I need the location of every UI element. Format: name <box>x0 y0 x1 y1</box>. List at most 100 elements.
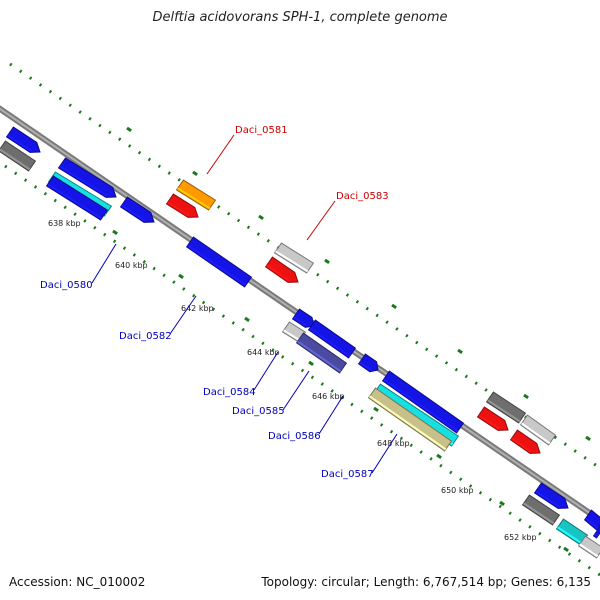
gene-0007-highlight <box>177 187 211 210</box>
gene-0019[interactable] <box>367 387 453 452</box>
gene-0002-highlight <box>0 148 31 171</box>
leader-daci-0586 <box>318 395 344 435</box>
gene-0006[interactable] <box>119 196 155 223</box>
gene-0005[interactable] <box>45 175 109 221</box>
gene-0019-body <box>367 387 453 452</box>
gene-0020-highlight <box>487 399 521 423</box>
gene-0003[interactable] <box>57 157 117 198</box>
gene-0011[interactable] <box>264 256 299 283</box>
gene-label-daci-0582[interactable]: Daci_0582 <box>119 331 172 342</box>
gene-0020[interactable] <box>485 391 527 424</box>
gene-0025-body <box>521 494 561 526</box>
gene-0001-highlight <box>7 134 32 152</box>
major-tick-3 <box>324 258 330 265</box>
gene-0011-body <box>264 256 299 283</box>
gene-0009-highlight <box>187 244 247 287</box>
gene-0008[interactable] <box>165 193 199 218</box>
gene-0009[interactable] <box>185 236 253 288</box>
gene-label-leaders <box>91 134 398 474</box>
gene-0026[interactable] <box>555 518 589 546</box>
gene-0027-highlight <box>579 543 599 558</box>
gene-0010[interactable] <box>273 242 315 274</box>
gene-features <box>0 126 600 559</box>
leader-daci-0581 <box>206 134 235 175</box>
gene-0017[interactable] <box>381 370 465 434</box>
gene-0010-body <box>273 242 315 274</box>
major-tick-9 <box>178 273 184 280</box>
major-tick-10 <box>244 316 250 323</box>
gene-0012-body <box>291 308 315 328</box>
gene-0008-body <box>165 193 199 218</box>
gene-0010-highlight <box>275 250 309 273</box>
leader-daci-0587 <box>371 433 398 474</box>
gene-0029[interactable] <box>592 525 600 539</box>
gene-0014[interactable] <box>281 321 307 343</box>
gene-0013-body <box>307 319 357 359</box>
gene-0014-highlight <box>283 329 301 342</box>
gene-label-daci-0580[interactable]: Daci_0580 <box>40 280 93 291</box>
gene-0003-highlight <box>59 165 108 197</box>
gene-label-daci-0583[interactable]: Daci_0583 <box>336 191 389 202</box>
genome-summary-text: Topology: circular; Length: 6,767,514 bp… <box>261 575 591 589</box>
gene-0007-body <box>175 179 217 211</box>
gene-0022[interactable] <box>519 414 557 446</box>
tick-row-inner <box>4 164 600 577</box>
gene-0026-highlight <box>557 526 583 545</box>
major-tick-12 <box>373 406 379 413</box>
gene-0002[interactable] <box>0 140 37 172</box>
gene-0021-highlight <box>478 414 500 430</box>
gene-0006-body <box>119 196 155 223</box>
gene-0024-highlight <box>535 490 560 508</box>
gene-0005-highlight <box>47 183 103 220</box>
gene-0013[interactable] <box>307 319 357 359</box>
leader-daci-0584 <box>253 351 279 391</box>
tick-label-652: 652 kbp <box>504 533 537 542</box>
gene-label-daci-0585[interactable]: Daci_0585 <box>232 406 285 417</box>
gene-0028-body <box>583 509 600 531</box>
major-tick-13 <box>436 453 442 460</box>
gene-labels: Daci_0581 Daci_0583 Daci_0580 Daci_0582 … <box>40 125 389 480</box>
gene-0003-body <box>57 157 117 198</box>
gene-label-daci-0587[interactable]: Daci_0587 <box>321 469 374 480</box>
gene-0028-highlight <box>585 517 599 530</box>
gene-label-daci-0584[interactable]: Daci_0584 <box>203 387 256 398</box>
gene-0021-body <box>476 406 509 431</box>
gene-0016-highlight <box>359 361 372 371</box>
gene-0012-highlight <box>293 316 307 327</box>
major-tick-1 <box>192 170 198 177</box>
gene-0017-highlight <box>383 378 459 433</box>
gene-0023-body <box>509 429 541 454</box>
major-tick-4 <box>391 303 397 310</box>
gene-0023-highlight <box>511 437 532 453</box>
tick-label-642: 642 kbp <box>181 304 214 313</box>
gene-0015[interactable] <box>295 332 348 374</box>
major-tick-0 <box>126 126 132 133</box>
gene-0008-highlight <box>167 201 190 217</box>
gene-label-daci-0581[interactable]: Daci_0581 <box>235 125 288 136</box>
gene-0024[interactable] <box>533 482 569 509</box>
gene-0023[interactable] <box>509 429 541 454</box>
gene-0002-body <box>0 140 37 172</box>
gene-0001[interactable] <box>5 126 41 153</box>
gene-0027-body <box>577 535 600 559</box>
leader-daci-0585 <box>282 370 310 411</box>
leader-daci-0580 <box>91 243 117 284</box>
major-tick-6 <box>523 393 529 400</box>
gene-0012[interactable] <box>291 308 315 328</box>
tick-label-640: 640 kbp <box>115 261 148 270</box>
major-tick-5 <box>457 348 463 355</box>
leader-daci-0582 <box>169 295 197 335</box>
tick-label-644: 644 kbp <box>247 348 280 357</box>
gene-0028[interactable] <box>583 509 600 531</box>
gene-0016-body <box>357 353 379 373</box>
gene-label-daci-0586[interactable]: Daci_0586 <box>268 431 321 442</box>
gene-0016[interactable] <box>357 353 379 373</box>
gene-0007[interactable] <box>175 179 217 211</box>
gene-0027[interactable] <box>577 535 600 559</box>
gene-0015-highlight <box>297 340 342 373</box>
gene-0021[interactable] <box>476 406 509 431</box>
gene-0029-highlight <box>594 533 599 538</box>
gene-0025[interactable] <box>521 494 561 526</box>
gene-0006-highlight <box>121 204 146 222</box>
